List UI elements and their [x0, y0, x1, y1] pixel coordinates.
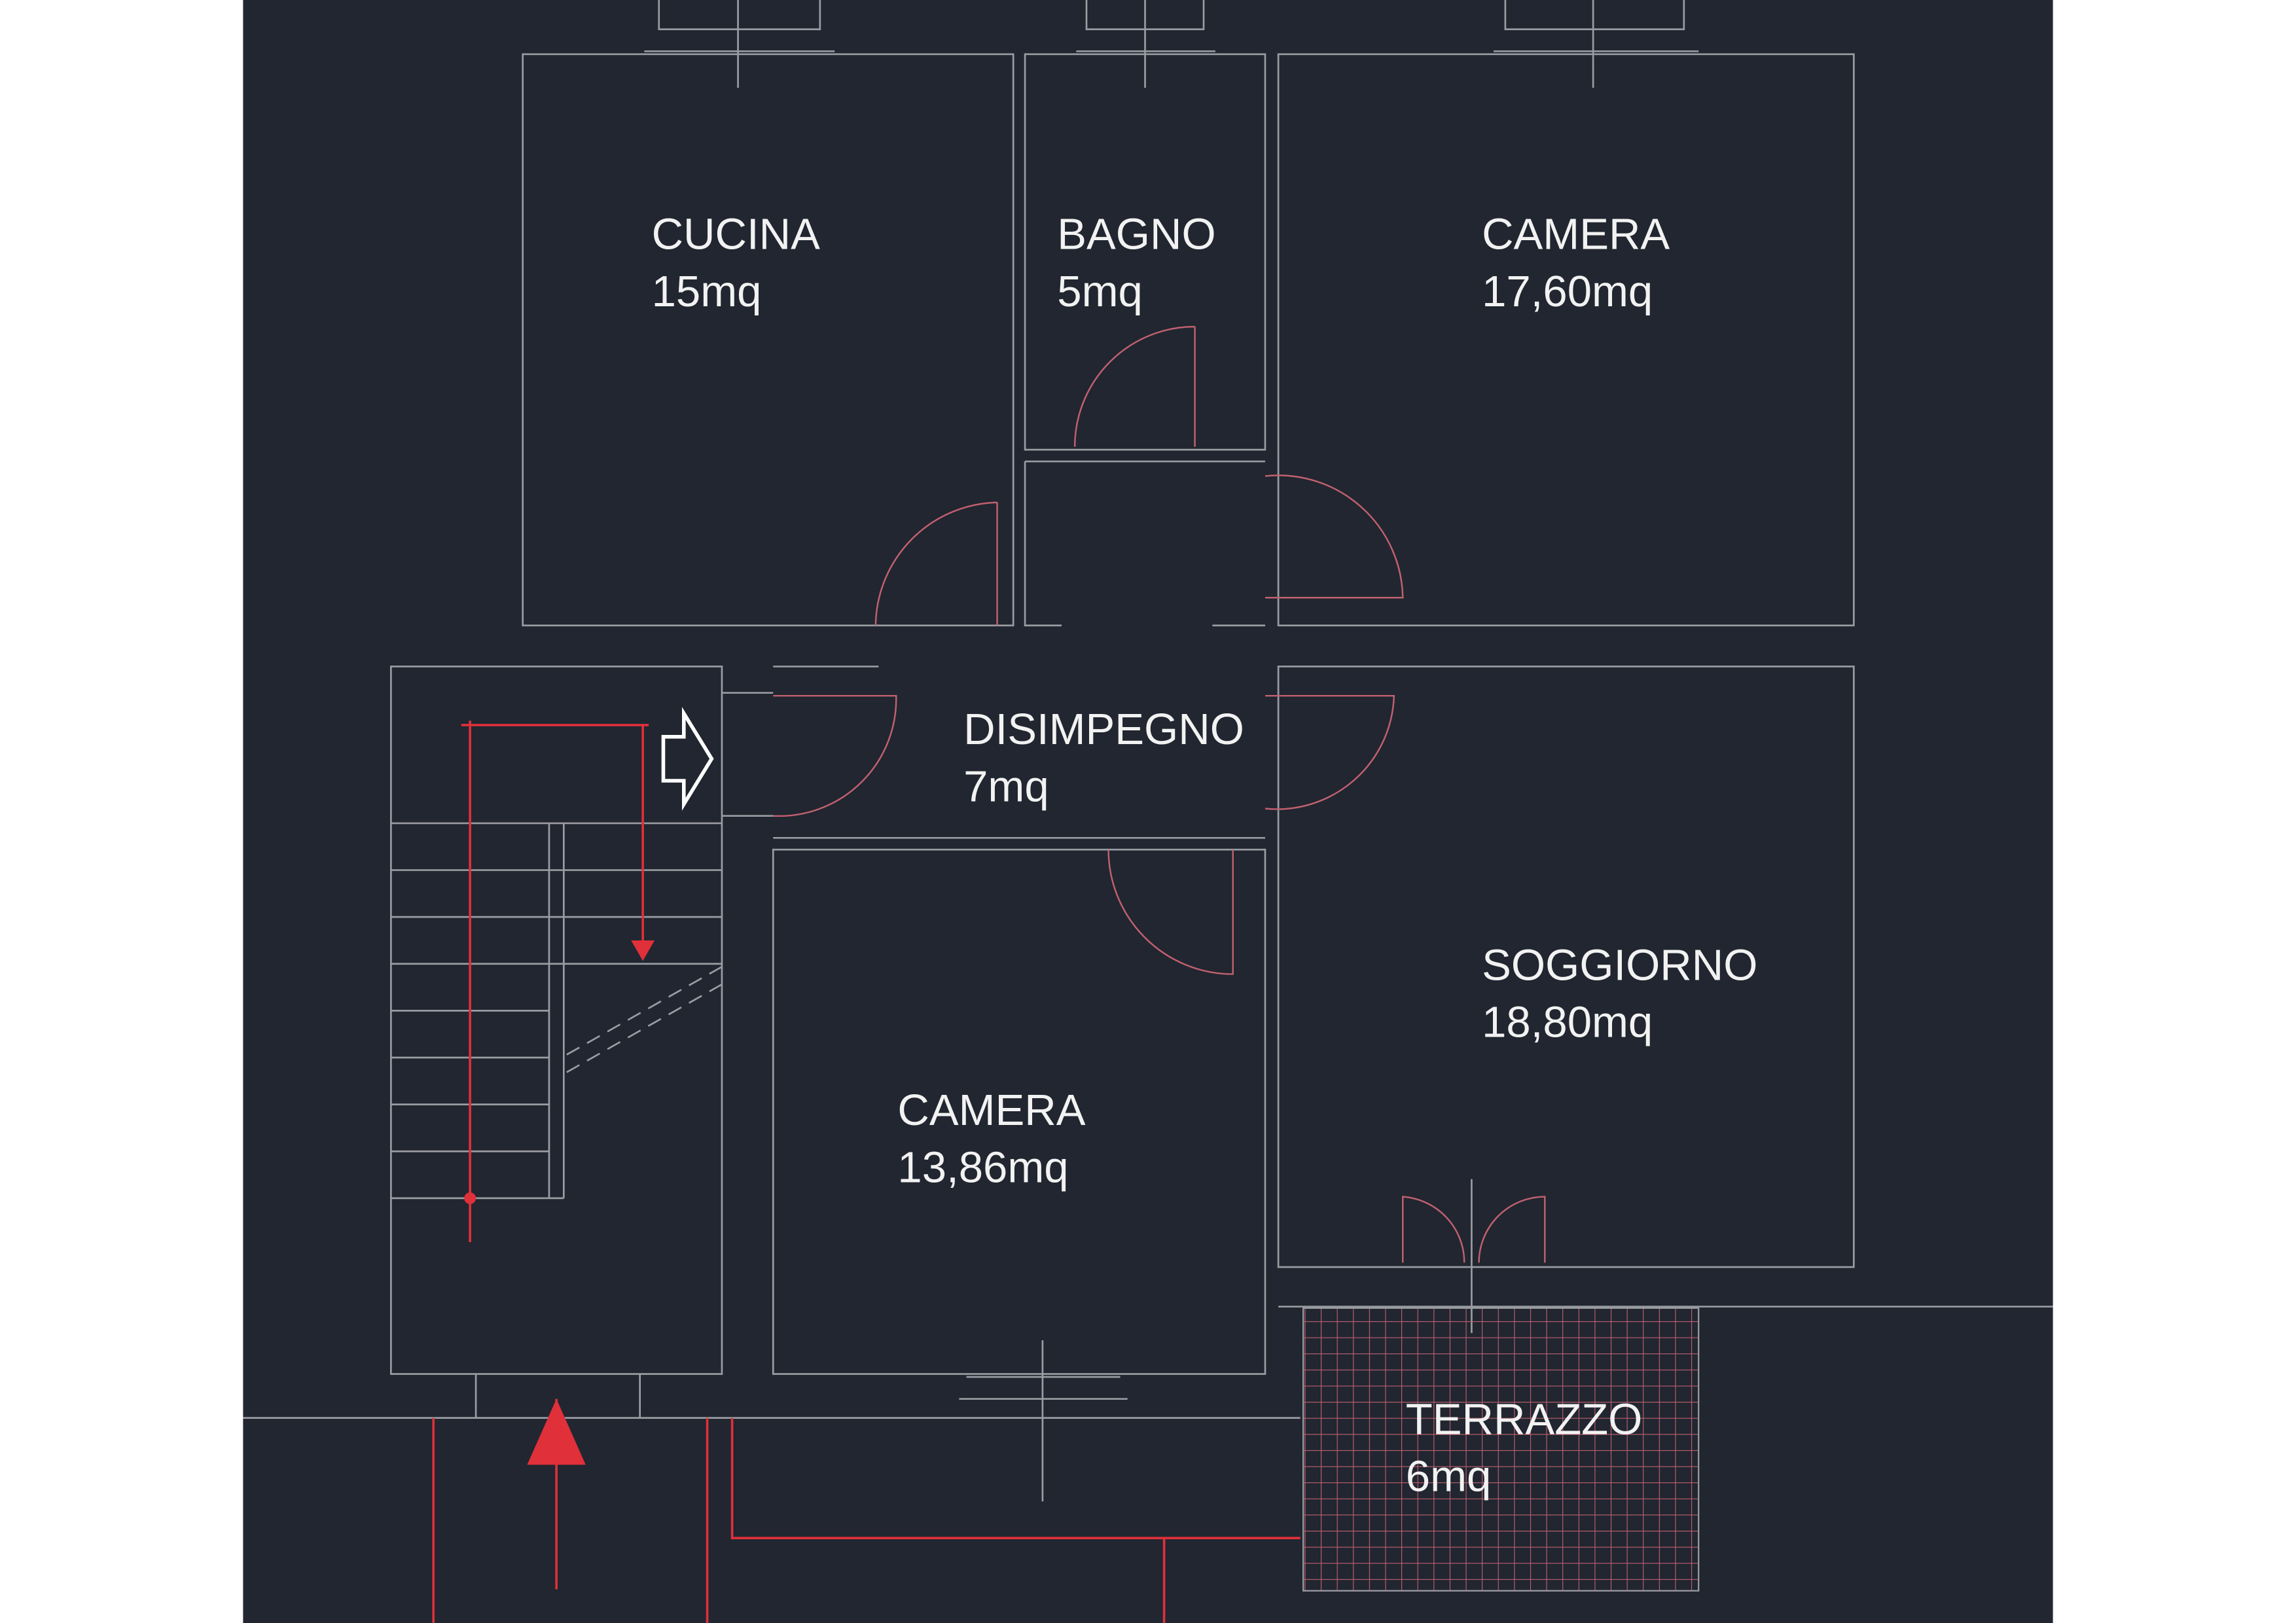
- room-area: 5mq: [1057, 267, 1143, 316]
- room-name: BAGNO: [1057, 209, 1215, 259]
- room-area: 18,80mq: [1482, 998, 1653, 1047]
- room-name: TERRAZZO: [1406, 1395, 1643, 1444]
- drawing-background: [243, 0, 2053, 1623]
- room-area: 13,86mq: [897, 1143, 1068, 1192]
- room-name: CUCINA: [652, 209, 820, 259]
- entry-arrow-icon: [527, 1399, 586, 1465]
- doors: [737, 0, 1594, 1502]
- room-name: CAMERA: [1482, 209, 1670, 259]
- room-labels: CUCINA 15mq BAGNO 5mq CAMERA 17,60mq DIS…: [652, 209, 1758, 1501]
- stairs: [391, 721, 723, 1243]
- room-area: 17,60mq: [1482, 267, 1653, 316]
- stair-arrow-icon: [631, 940, 655, 961]
- exterior-lines: [432, 1307, 1700, 1623]
- room-area: 15mq: [652, 267, 762, 316]
- room-area: 7mq: [963, 762, 1049, 811]
- room-name: DISIMPEGNO: [963, 705, 1244, 754]
- entrance-arrow-icon: [661, 707, 714, 811]
- terrace-tiles: [1302, 1307, 1700, 1592]
- room-area: 6mq: [1406, 1452, 1492, 1501]
- room-name: CAMERA: [897, 1086, 1085, 1135]
- room-name: SOGGIORNO: [1482, 940, 1757, 990]
